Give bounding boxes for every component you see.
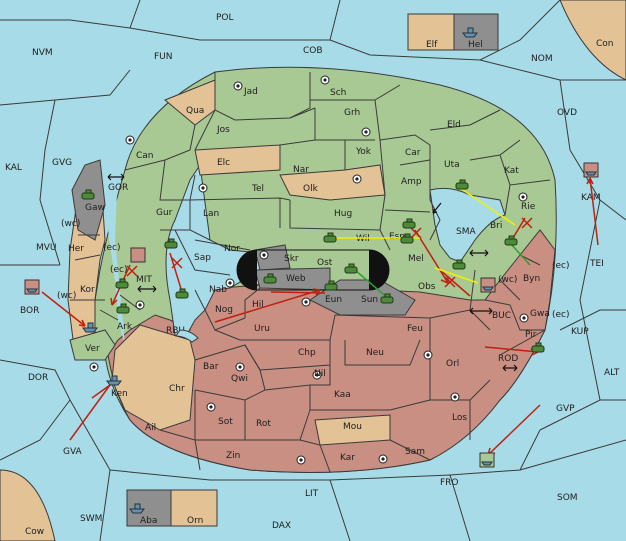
army-unit-gaw[interactable] [81, 189, 95, 200]
province-mou [314, 414, 391, 446]
army-unit-web[interactable] [263, 273, 277, 284]
marker-kam[interactable] [583, 162, 599, 178]
fleet-units[interactable] [82, 27, 478, 514]
army-unit-esm[interactable] [400, 233, 414, 244]
marker-fro[interactable] [479, 452, 495, 468]
convoy-orders [354, 242, 531, 301]
central-left-cap [237, 250, 257, 290]
fleet-unit-ken[interactable] [106, 375, 122, 386]
army-unit-rod[interactable] [531, 342, 545, 353]
sea-unit-markers[interactable] [24, 162, 599, 468]
army-unit-wil[interactable] [323, 232, 337, 243]
army-unit-sap[interactable] [164, 238, 178, 249]
province-hel [453, 13, 499, 51]
province-aba [126, 489, 172, 527]
move-orders [41, 177, 599, 456]
supply-centers [89, 75, 529, 465]
army-unit-sun[interactable] [380, 293, 394, 304]
army-unit-ark[interactable] [116, 303, 130, 314]
failed-order-marks [126, 217, 533, 288]
marker-buc[interactable] [480, 277, 496, 293]
army-unit-uta[interactable] [455, 179, 469, 190]
army-units[interactable] [81, 179, 545, 353]
army-unit-esm-north[interactable] [402, 218, 416, 229]
marker-mit[interactable] [130, 247, 146, 263]
army-unit-eun[interactable] [324, 280, 338, 291]
army-unit-nab-west[interactable] [175, 288, 189, 299]
army-unit-kor[interactable] [115, 278, 129, 289]
army-unit-obs[interactable] [452, 259, 466, 270]
army-unit-bri[interactable] [504, 235, 518, 246]
adjacency-arrows [107, 173, 518, 372]
fleet-unit-ver[interactable] [82, 322, 98, 333]
gor-channel [108, 170, 125, 345]
province-skr [254, 244, 291, 271]
army-unit-ost[interactable] [344, 263, 358, 274]
province-elf [407, 13, 455, 51]
province-elc [194, 144, 281, 176]
fleet-unit-hel[interactable] [462, 27, 478, 38]
marker-bor[interactable] [24, 279, 40, 295]
central-right-cap [369, 250, 389, 290]
province-gaw [71, 159, 106, 241]
northern-borders [124, 72, 551, 276]
rbu-inlet [175, 329, 199, 343]
fleet-unit-aba[interactable] [129, 503, 145, 514]
southern-borders [70, 234, 546, 473]
province-ver [69, 329, 116, 361]
province-orn [170, 489, 218, 527]
